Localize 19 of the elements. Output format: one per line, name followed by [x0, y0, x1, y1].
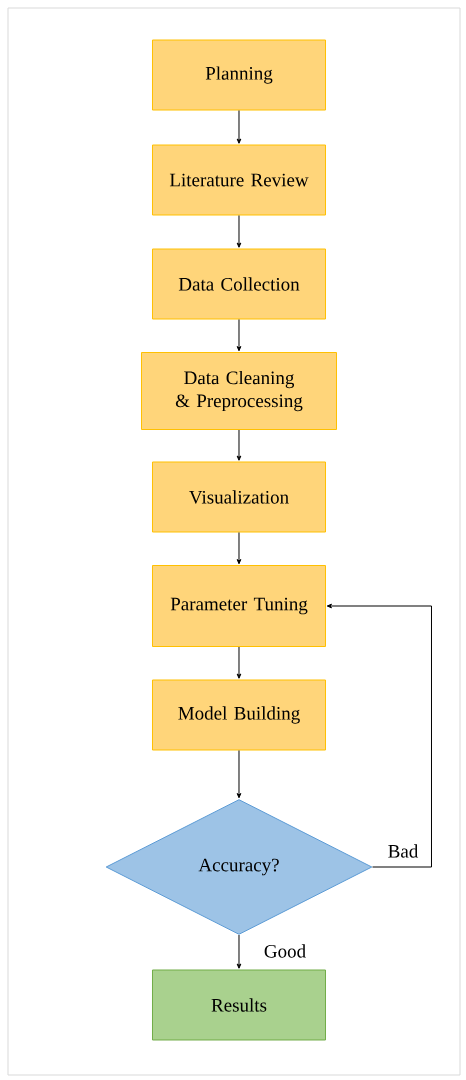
arrow: [236, 429, 242, 461]
arrow: [236, 750, 242, 799]
process-box: Visualization: [152, 461, 326, 533]
process-box: Model Building: [152, 679, 326, 751]
process-box: Parameter Tuning: [152, 565, 326, 647]
process-box: Data Collection: [152, 248, 326, 320]
process-box: Data Cleaning & Preprocessing: [141, 352, 337, 430]
arrow: [236, 934, 242, 969]
arrow: [236, 110, 242, 144]
result-box: Results: [152, 969, 326, 1041]
arrow: [326, 603, 432, 868]
edge-label: Bad: [386, 843, 420, 859]
process-box: Literature Review: [152, 144, 326, 216]
process-box: Planning: [152, 39, 326, 111]
edge-label: Good: [262, 943, 308, 959]
arrow: [236, 215, 242, 248]
arrow: [236, 319, 242, 352]
arrow: [236, 646, 242, 679]
arrow: [236, 532, 242, 565]
